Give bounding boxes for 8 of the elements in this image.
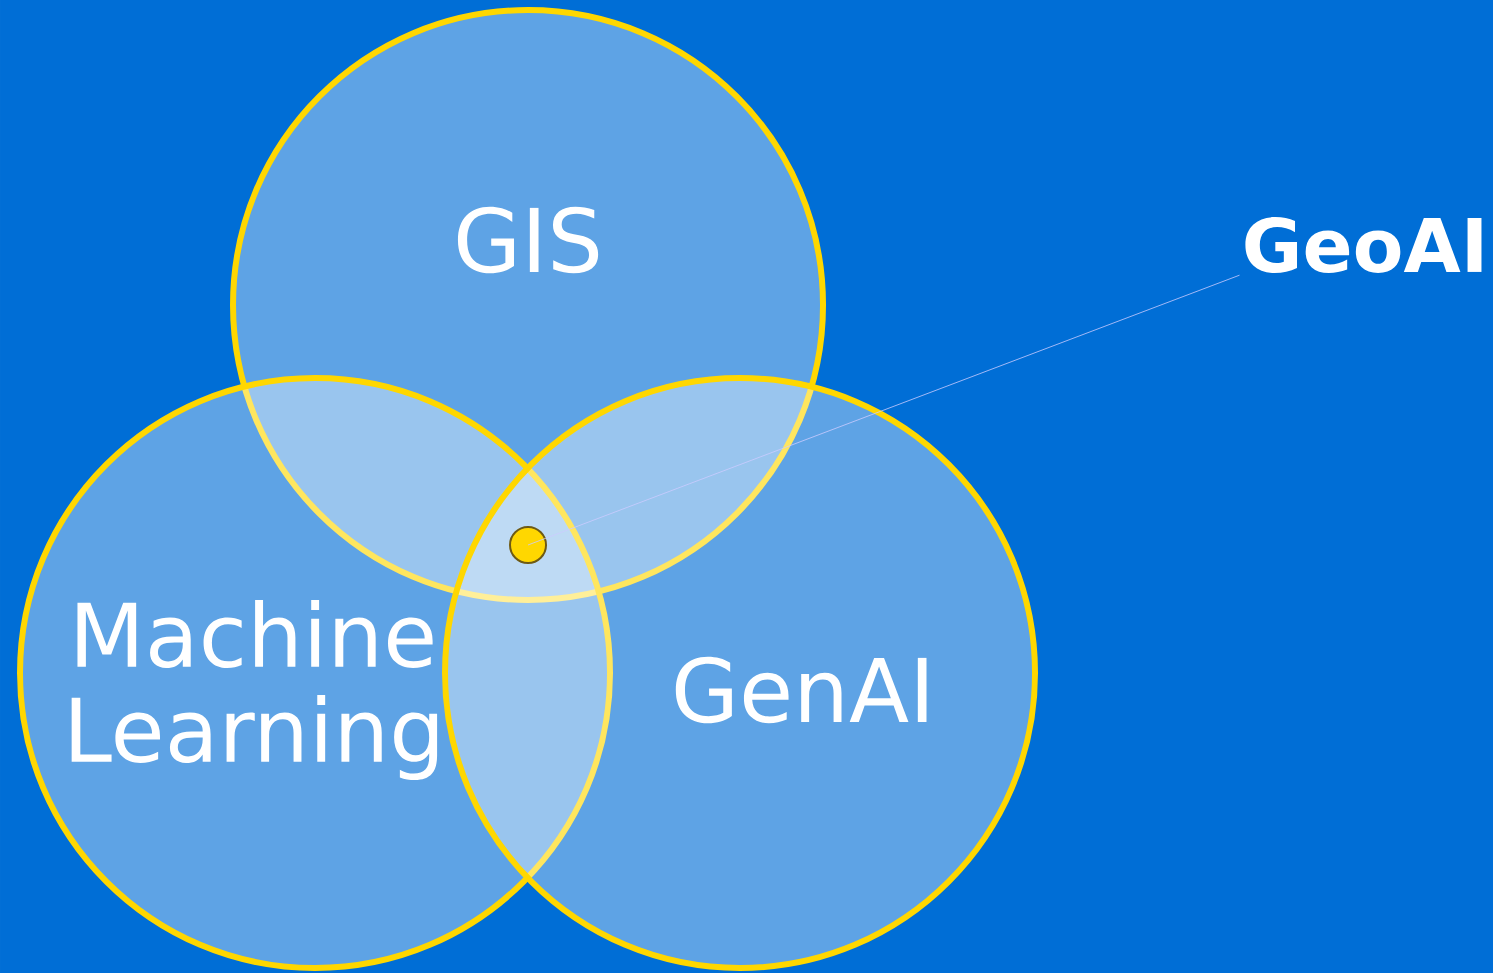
circle-label: GIS [457, 206, 599, 274]
callout-label: GeoAI [1245, 217, 1482, 273]
circle-label: GenAI [675, 656, 927, 724]
circle-label: Machine Learning [71, 599, 438, 781]
leader-line [527, 274, 1240, 546]
venn-circle [442, 375, 1038, 971]
marker-dot [509, 526, 547, 564]
venn-circle [17, 375, 613, 971]
